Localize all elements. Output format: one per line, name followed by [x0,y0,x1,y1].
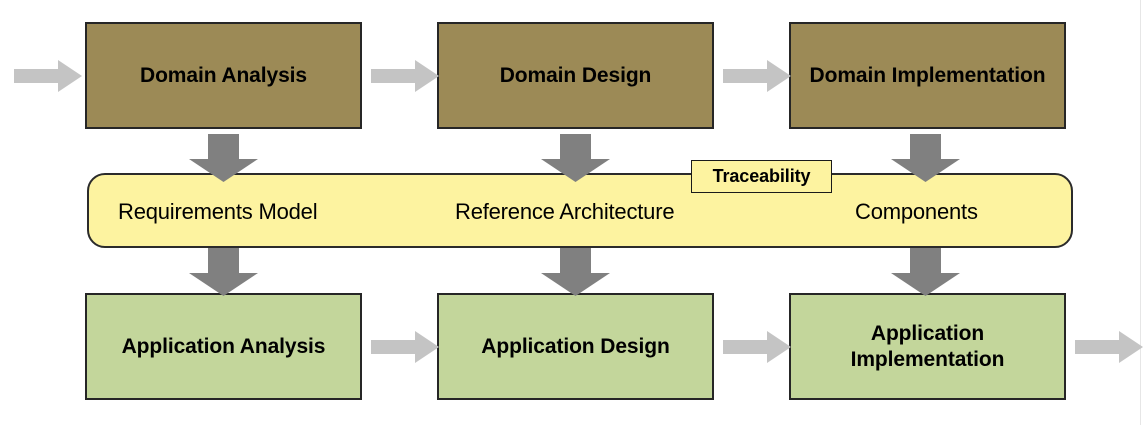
arrow-down-components-to-application-implementation [891,248,960,296]
process-box-application-design[interactable]: Application Design [437,293,714,400]
arrow-down-reference-architecture-to-application-design [541,248,610,296]
arrow-down-requirements-model-to-application-analysis [189,248,258,296]
traceability-band [87,173,1073,248]
arrow-down-domain-implementation-to-components [891,134,960,182]
arrow-right-application-analysis-to-design [371,331,439,363]
process-box-application-implementation[interactable]: Application Implementation [789,293,1066,400]
asset-label-components: Components [855,199,978,224]
asset-label-reference-architecture: Reference Architecture [455,199,675,224]
arrow-right-domain-design-to-implementation [723,60,791,92]
traceability-tag[interactable]: Traceability [691,160,832,193]
canvas-right-border [1140,0,1141,425]
process-box-label: Domain Implementation [809,63,1046,87]
process-box-application-analysis[interactable]: Application Analysis [85,293,362,400]
process-box-domain-design[interactable]: Domain Design [437,22,714,129]
traceability-tag-label: Traceability [712,166,811,186]
process-box-label: Application Implementation [850,321,1005,371]
process-box-label: Application Design [481,334,670,358]
arrow-right-application-design-to-implementation [723,331,791,363]
arrow-down-domain-analysis-to-requirements-model [189,134,258,182]
process-box-label: Application Analysis [121,334,326,358]
process-box-domain-implementation[interactable]: Domain Implementation [789,22,1066,129]
process-box-label: Domain Analysis [140,63,307,87]
asset-label-requirements-model: Requirements Model [118,199,318,224]
arrow-right-domain-analysis-to-design [371,60,439,92]
process-box-domain-analysis[interactable]: Domain Analysis [85,22,362,129]
process-box-label: Domain Design [499,63,652,87]
arrow-down-domain-design-to-reference-architecture [541,134,610,182]
arrow-right-exit-application [1075,331,1143,363]
arrow-right-entry-domain [14,60,82,92]
